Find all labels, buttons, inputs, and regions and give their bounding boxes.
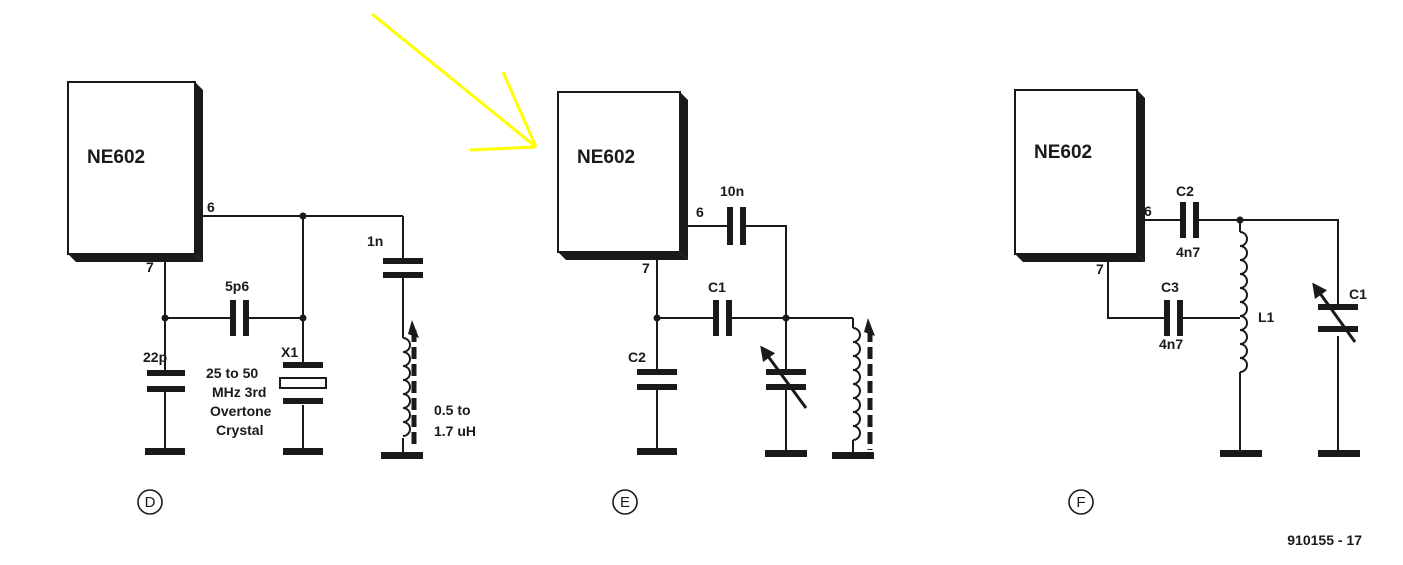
crystal-desc-line1: 25 to 50	[206, 365, 258, 381]
circuit-d: NE602 6 7 5p6 22p X1 25 to 50 MHz 3rd Ov…	[67, 81, 476, 515]
ne602-chip-d	[67, 81, 203, 262]
pin6-label-f: 6	[1144, 203, 1152, 219]
pin6-label-d: 6	[207, 199, 215, 215]
inductor-l1-label: L1	[1258, 309, 1275, 325]
ne602-chip-f	[1014, 89, 1145, 262]
pin6-label-e: 6	[696, 204, 704, 220]
yellow-arrow-annotation	[371, 12, 538, 152]
marker-label-e: E	[620, 494, 630, 511]
circuit-e: NE602 6 7 10n C1 C2 E	[557, 91, 875, 515]
marker-label-d: D	[145, 494, 156, 511]
circuit-f: NE602 6 7 C2 4n7 C3 4n7 L1 C1 F	[1014, 89, 1367, 515]
chip-label-e: NE602	[577, 147, 635, 168]
marker-label-f: F	[1076, 494, 1085, 511]
marker-circle-e	[612, 489, 638, 515]
marker-circle-f	[1068, 489, 1094, 515]
cap-5p6-label: 5p6	[225, 278, 249, 294]
crystal-desc-line2: MHz 3rd	[212, 384, 266, 400]
pin7-label-d: 7	[146, 259, 154, 275]
cap-10n-label: 10n	[720, 183, 744, 199]
cap-c3-label-f: C3	[1161, 279, 1179, 295]
pin7-label-f: 7	[1096, 261, 1104, 277]
pin7-label-e: 7	[642, 260, 650, 276]
cap-c2-value-f: 4n7	[1176, 244, 1200, 260]
chip-label-f: NE602	[1034, 142, 1092, 163]
ne602-chip-e	[557, 91, 688, 260]
inductor-range-line1: 0.5 to	[434, 402, 471, 418]
crystal-desc-line3: Overtone	[210, 403, 272, 419]
cap-c1-label-e: C1	[708, 279, 726, 295]
crystal-x1-label: X1	[281, 344, 298, 360]
cap-c2-label-f: C2	[1176, 183, 1194, 199]
figure-code: 910155 - 17	[1287, 532, 1362, 548]
inductor-range-line2: 1.7 uH	[434, 423, 476, 439]
crystal-desc-line4: Crystal	[216, 422, 263, 438]
cap-c3-value-f: 4n7	[1159, 336, 1183, 352]
marker-circle-d	[137, 489, 163, 515]
chip-label-d: NE602	[87, 147, 145, 168]
cap-c2-label-e: C2	[628, 349, 646, 365]
cap-1n-label: 1n	[367, 233, 383, 249]
cap-c1-label-f: C1	[1349, 286, 1367, 302]
cap-22p-label: 22p	[143, 349, 167, 365]
